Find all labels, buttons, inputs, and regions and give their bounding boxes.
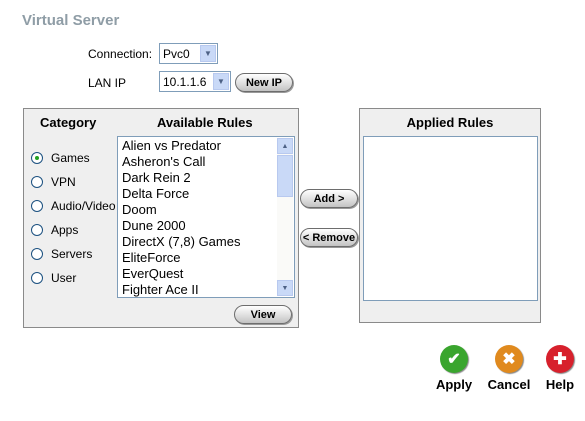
scroll-up-icon[interactable]: ▲ [277,138,293,154]
category-label: Apps [51,223,79,237]
connection-select[interactable]: Pvc0 ▼ [159,43,218,64]
category-label: VPN [51,175,76,189]
rule-item[interactable]: DirectX (7,8) Games [122,234,241,249]
rule-item[interactable]: Doom [122,202,157,217]
lan-ip-select[interactable]: 10.1.1.6 ▼ [159,71,231,92]
category-label: Servers [51,247,93,261]
rules-scrollbar[interactable]: ▲ ▼ [277,138,293,296]
radio-button[interactable] [31,248,43,260]
rule-item[interactable]: Dune 2000 [122,218,186,233]
chevron-down-icon[interactable]: ▼ [213,73,229,90]
category-option[interactable]: Games [31,151,90,165]
category-option[interactable]: Servers [31,247,92,261]
cancel-button[interactable]: ✖ Cancel [485,345,533,392]
lan-ip-label: LAN IP [88,76,127,90]
rule-item[interactable]: EverQuest [122,266,184,281]
connection-value: Pvc0 [163,46,190,61]
rule-item[interactable]: Alien vs Predator [122,138,221,153]
category-option[interactable]: VPN [31,175,76,189]
radio-button[interactable] [31,272,43,284]
category-option[interactable]: User [31,271,76,285]
lan-ip-value: 10.1.1.6 [163,74,207,89]
category-label: Games [51,151,90,165]
page-title: Virtual Server [22,12,120,29]
applied-rules-panel: Applied Rules [359,108,541,323]
radio-button[interactable] [31,224,43,236]
available-rules-header: Available Rules [157,115,253,130]
apply-button[interactable]: ✔ Apply [430,345,478,392]
rule-item[interactable]: EliteForce [122,250,181,265]
connection-label: Connection: [88,47,153,61]
help-label: Help [545,377,575,392]
rule-item[interactable]: Delta Force [122,186,190,201]
apply-label: Apply [435,377,473,392]
cancel-label: Cancel [487,377,531,392]
action-bar: ✔ Apply ✖ Cancel ✚ Help [430,345,575,405]
help-plus-icon[interactable]: ✚ [546,345,574,373]
rule-item[interactable]: Asheron's Call [122,154,206,169]
scroll-thumb[interactable] [277,155,293,197]
category-header: Category [40,115,97,130]
radio-button[interactable] [31,176,43,188]
radio-button[interactable] [31,152,43,164]
rule-item[interactable]: Fighter Ace II [122,282,199,297]
view-button[interactable]: View [234,305,292,324]
category-option[interactable]: Apps [31,223,78,237]
chevron-down-icon[interactable]: ▼ [200,45,216,62]
add-button[interactable]: Add > [300,189,358,208]
scroll-down-icon[interactable]: ▼ [277,280,293,296]
apply-check-icon[interactable]: ✔ [440,345,468,373]
rule-item[interactable]: Dark Rein 2 [122,170,191,185]
category-label: User [51,271,77,285]
category-option[interactable]: Audio/Video [31,199,116,213]
new-ip-button[interactable]: New IP [235,73,293,92]
category-label: Audio/Video [51,199,116,213]
remove-button[interactable]: < Remove [300,228,358,247]
applied-rules-header: Applied Rules [406,115,494,130]
cancel-x-icon[interactable]: ✖ [495,345,523,373]
radio-button[interactable] [31,200,43,212]
help-button[interactable]: ✚ Help [536,345,584,392]
applied-rules-listbox[interactable] [363,136,538,301]
